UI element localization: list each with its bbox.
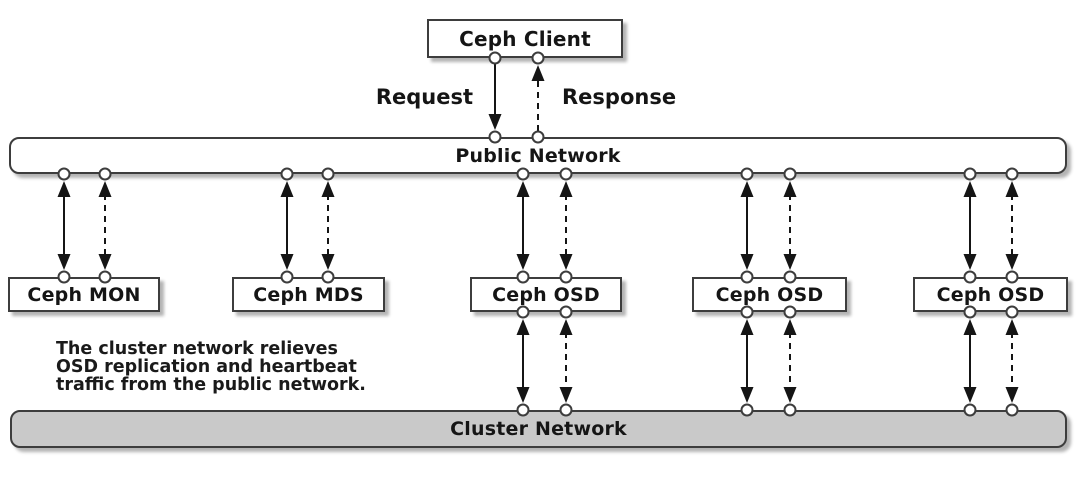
arrowhead-down-icon [963, 254, 977, 270]
ceph-mds-label: Ceph MDS [253, 283, 364, 306]
arrowhead-down-icon [740, 387, 754, 403]
arrowhead-up-icon [1005, 181, 1019, 197]
arrowhead-up-icon [963, 181, 977, 197]
request-label: Request [375, 85, 473, 109]
arrowhead-down-icon [488, 114, 502, 130]
public-network-label: Public Network [455, 144, 621, 167]
arrowhead-up-icon [559, 181, 573, 197]
arrowhead-up-icon [516, 319, 530, 335]
arrowhead-up-icon [57, 181, 71, 197]
ceph-osd-label-2: Ceph OSD [715, 283, 824, 306]
arrowhead-down-icon [516, 254, 530, 270]
arrowhead-up-icon [783, 319, 797, 335]
arrowhead-down-icon [1005, 254, 1019, 270]
cluster-network-bar: Cluster Network [10, 410, 1067, 448]
cluster-note-line-2: OSD replication and heartbeat [56, 357, 357, 377]
ceph-osd-node-2: Ceph OSD [692, 277, 847, 312]
ceph-osd-label-1: Ceph OSD [492, 283, 600, 306]
ceph-osd-node-1: Ceph OSD [470, 277, 622, 312]
arrowhead-up-icon [559, 319, 573, 335]
ceph-client-label: Ceph Client [459, 26, 591, 51]
cluster-network-note: The cluster network relieves OSD replica… [56, 340, 366, 394]
arrowhead-down-icon [516, 387, 530, 403]
ceph-mds-node: Ceph MDS [232, 277, 385, 312]
arrowhead-down-icon [783, 387, 797, 403]
ceph-mon-node: Ceph MON [8, 277, 160, 312]
public-network-bar: Public Network [9, 137, 1067, 174]
arrowhead-down-icon [57, 254, 71, 270]
arrowhead-up-icon [783, 181, 797, 197]
arrowhead-up-icon [280, 181, 294, 197]
arrowhead-down-icon [98, 254, 112, 270]
arrowhead-down-icon [321, 254, 335, 270]
arrowhead-up-icon [531, 65, 545, 81]
ceph-osd-node-3: Ceph OSD [913, 277, 1068, 312]
arrowhead-down-icon [559, 387, 573, 403]
arrowhead-down-icon [1005, 387, 1019, 403]
arrowhead-down-icon [559, 254, 573, 270]
arrowhead-up-icon [740, 181, 754, 197]
arrowhead-up-icon [740, 319, 754, 335]
arrowhead-down-icon [280, 254, 294, 270]
response-label: Response [562, 85, 677, 109]
arrowhead-up-icon [98, 181, 112, 197]
cluster-note-line-1: The cluster network relieves [56, 339, 338, 359]
cluster-network-label: Cluster Network [450, 418, 627, 440]
ceph-mon-label: Ceph MON [27, 283, 141, 306]
arrowhead-up-icon [516, 181, 530, 197]
arrowhead-up-icon [1005, 319, 1019, 335]
arrowhead-down-icon [740, 254, 754, 270]
arrowhead-down-icon [783, 254, 797, 270]
arrowhead-up-icon [963, 319, 977, 335]
ceph-client-node: Ceph Client [427, 19, 623, 58]
arrowhead-up-icon [321, 181, 335, 197]
ceph-osd-label-3: Ceph OSD [936, 283, 1045, 306]
arrowhead-down-icon [963, 387, 977, 403]
cluster-note-line-3: traffic from the public network. [56, 375, 366, 395]
